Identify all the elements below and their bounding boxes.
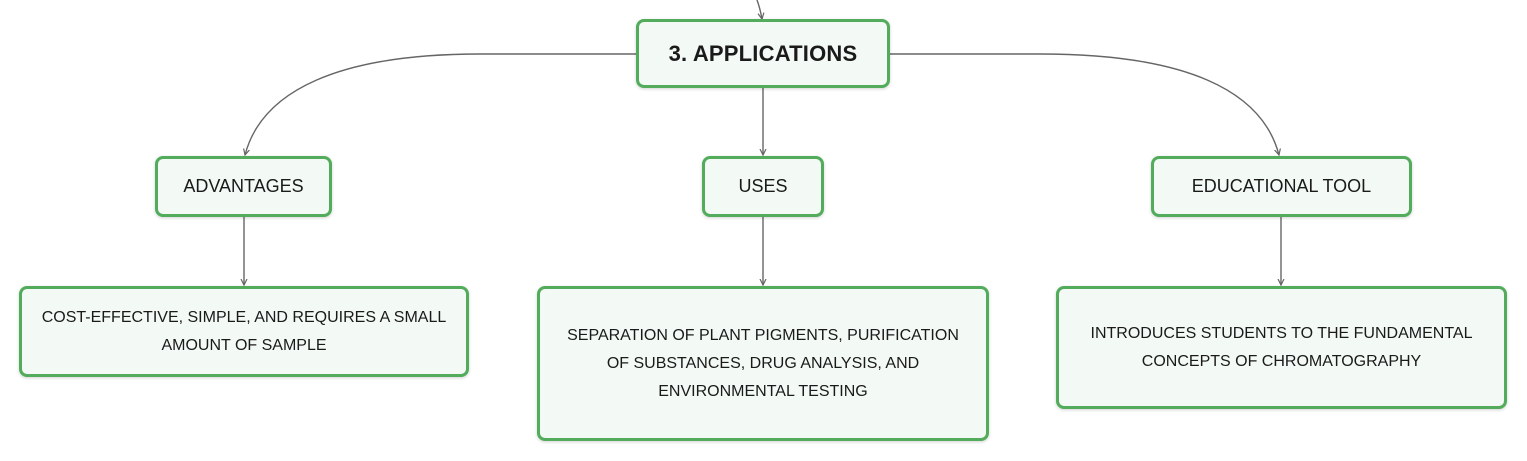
root-node-label: 3. APPLICATIONS (668, 40, 858, 66)
branch-node-label: EDUCATIONAL TOOL (1191, 176, 1372, 196)
branch-node-educational-tool[interactable]: EDUCATIONAL TOOL (1151, 156, 1412, 217)
branch-node-label: USES (738, 176, 788, 196)
connector-root-to-educational (890, 53, 1279, 155)
branch-node-advantages[interactable]: ADVANTAGES (155, 156, 332, 217)
detail-node-text: INTRODUCES STUDENTS TO THE FUNDAMENTAL C… (1090, 324, 1473, 370)
detail-node-educational-tool[interactable]: INTRODUCES STUDENTS TO THE FUNDAMENTAL C… (1056, 286, 1507, 409)
branch-node-uses[interactable]: USES (702, 156, 824, 217)
connector-root-to-advantages (245, 53, 636, 155)
detail-node-uses[interactable]: SEPARATION OF PLANT PIGMENTS, PURIFICATI… (537, 286, 989, 441)
detail-node-text: SEPARATION OF PLANT PIGMENTS, PURIFICATI… (567, 326, 959, 400)
detail-node-advantages[interactable]: COST-EFFECTIVE, SIMPLE, AND REQUIRES A S… (19, 286, 469, 377)
incoming-connector (756, 0, 762, 19)
detail-node-text: COST-EFFECTIVE, SIMPLE, AND REQUIRES A S… (41, 308, 447, 354)
branch-node-label: ADVANTAGES (183, 176, 304, 196)
root-node[interactable]: 3. APPLICATIONS (636, 19, 890, 88)
